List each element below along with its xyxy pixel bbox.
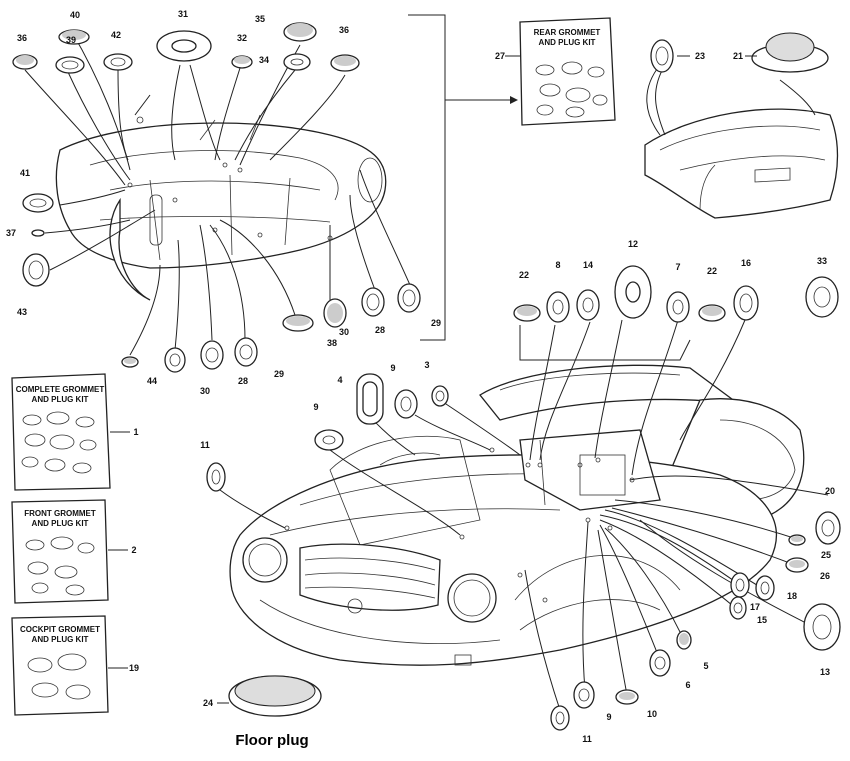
part-number: 32 [237,33,247,43]
part-number: 5 [703,661,708,671]
part-number: 42 [111,30,121,40]
complete-kit-title-2: AND PLUG KIT [32,395,89,404]
part-number: 13 [820,667,830,677]
rear-body-illustration [55,114,387,301]
part-number: 29 [431,318,441,328]
front-kit-bag: FRONT GROMMET AND PLUG KIT 2 [11,499,137,604]
part-number: 22 [519,270,529,280]
part-number-2: 2 [131,545,136,555]
part-number: 12 [628,239,638,249]
rear-tunnel-illustration [644,64,839,219]
part-number-19: 19 [129,663,139,673]
part-number: 22 [707,266,717,276]
part-number: 9 [313,402,318,412]
rear-leader-lines [24,31,411,356]
part-number: 8 [555,260,560,270]
part-number: 9 [390,363,395,373]
part-number: 17 [750,602,760,612]
part-number-1: 1 [133,427,138,437]
part-number: 25 [821,550,831,560]
part-number: 34 [259,55,269,65]
car-body-illustration [229,364,805,666]
cockpit-kit-title-2: AND PLUG KIT [32,635,89,644]
floor-plug: 24 Floor plug [203,675,322,749]
part-number: 16 [741,258,751,268]
front-kit-title-1: FRONT GROMMET [24,509,96,518]
part-number: 7 [675,262,680,272]
part-number: 36 [17,33,27,43]
part-number: 14 [583,260,593,270]
part-number: 4 [337,375,342,385]
part-number-27: 27 [495,51,505,61]
part-number: 11 [582,734,592,744]
part-number: 44 [147,376,157,386]
part-number: 26 [820,571,830,581]
complete-kit-bag: COMPLETE GROMMET AND PLUG KIT 1 [11,373,139,491]
part-number: 9 [606,712,611,722]
rear-kit-title-1: REAR GROMMET [534,28,601,37]
floor-plug-caption: Floor plug [235,732,308,749]
part-number: 41 [20,168,30,178]
part-number: 43 [17,307,27,317]
rear-kit-title-2: AND PLUG KIT [539,38,596,47]
part-number: 29 [274,369,284,379]
part-number: 11 [200,440,210,450]
front-kit-title-2: AND PLUG KIT [32,519,89,528]
part-number: 30 [200,386,210,396]
part-number: 28 [238,376,248,386]
part-number: 31 [178,9,188,19]
part-number: 18 [787,591,797,601]
part-number: 36 [339,25,349,35]
part-number: 33 [817,256,827,266]
part-number-24: 24 [203,698,213,708]
part-number: 38 [327,338,337,348]
part-number: 6 [685,680,690,690]
part-number: 21 [733,51,743,61]
complete-kit-title-1: COMPLETE GROMMET [16,385,105,394]
cockpit-kit-bag: COCKPIT GROMMET AND PLUG KIT 19 [11,615,139,716]
grommets [12,22,841,731]
car-leader-lines [219,319,829,711]
part-number: 23 [695,51,705,61]
part-number: 3 [424,360,429,370]
rear-kit-bag: REAR GROMMET AND PLUG KIT 27 [495,17,616,126]
part-numbers: 40 31 35 36 39 42 32 34 36 41 37 43 38 3… [6,9,835,744]
part-number: 30 [339,327,349,337]
kit-arrow [408,14,518,341]
part-number: 40 [70,10,80,20]
part-number: 20 [825,486,835,496]
part-number: 10 [647,709,657,719]
part-number: 39 [66,35,76,45]
part-number: 37 [6,228,16,238]
cockpit-kit-title-1: COCKPIT GROMMET [20,625,100,634]
part-number: 15 [757,615,767,625]
part-number: 28 [375,325,385,335]
part-number: 35 [255,14,265,24]
